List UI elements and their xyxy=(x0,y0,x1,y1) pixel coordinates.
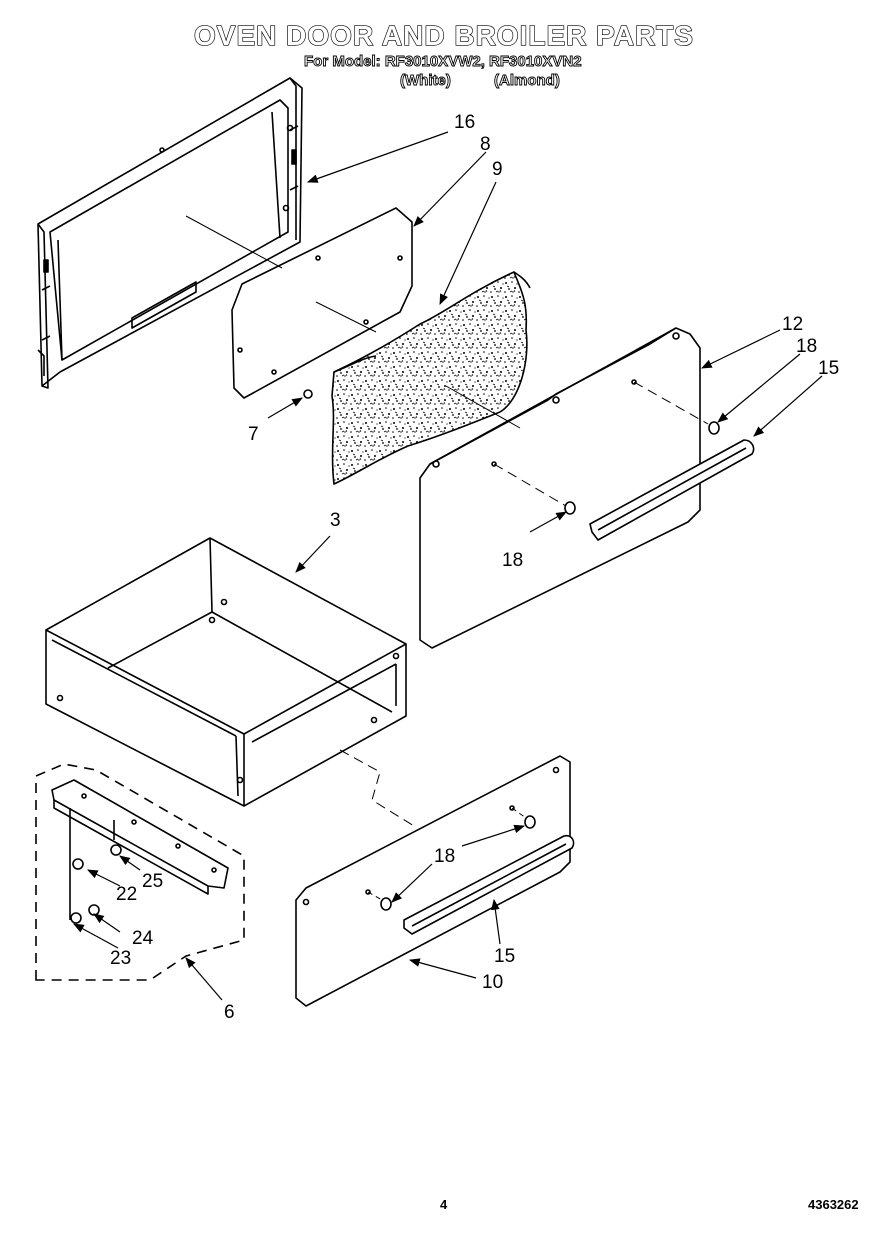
assembly-lines xyxy=(185,215,709,901)
door-handle-lower-part xyxy=(403,834,575,935)
callout-18-upper-right: 18 xyxy=(796,336,817,357)
inner-panel-part xyxy=(231,207,413,399)
callout-24: 24 xyxy=(132,928,154,949)
leader-arrows xyxy=(73,131,823,1001)
callout-23: 23 xyxy=(110,948,131,969)
inner-door-frame-part xyxy=(37,77,303,389)
callout-15-lower: 15 xyxy=(494,946,515,967)
callout-16: 16 xyxy=(454,112,475,133)
insulation-part xyxy=(331,271,531,485)
callout-7: 7 xyxy=(248,424,259,445)
page-title: OVEN DOOR AND BROILER PARTS xyxy=(193,19,694,51)
model-line: For Model: RF3010XVW2, RF3010XVN2 xyxy=(304,53,582,71)
small-fasteners xyxy=(303,389,720,911)
page-number: 4 xyxy=(440,1197,448,1212)
document-number: 4363262 xyxy=(808,1197,859,1212)
callout-15-upper: 15 xyxy=(818,358,839,379)
hinge-assembly-part xyxy=(35,763,245,981)
door-handle-upper-part xyxy=(589,439,755,541)
oven-door-outer-part xyxy=(419,327,701,649)
callout-18-upper-left: 18 xyxy=(502,550,523,571)
callout-25: 25 xyxy=(142,871,163,892)
callout-9: 9 xyxy=(492,159,503,180)
callout-10: 10 xyxy=(482,972,503,993)
callout-3: 3 xyxy=(330,510,341,531)
color-white-label: (White) xyxy=(400,72,452,90)
callout-22: 22 xyxy=(116,884,137,905)
callout-12: 12 xyxy=(782,314,803,335)
broiler-drawer-part xyxy=(45,537,407,807)
color-almond-label: (Almond) xyxy=(494,72,561,90)
callout-6: 6 xyxy=(224,1002,235,1023)
callout-18-lower: 18 xyxy=(434,846,455,867)
broiler-door-part xyxy=(295,755,571,1007)
callout-8: 8 xyxy=(480,134,491,155)
